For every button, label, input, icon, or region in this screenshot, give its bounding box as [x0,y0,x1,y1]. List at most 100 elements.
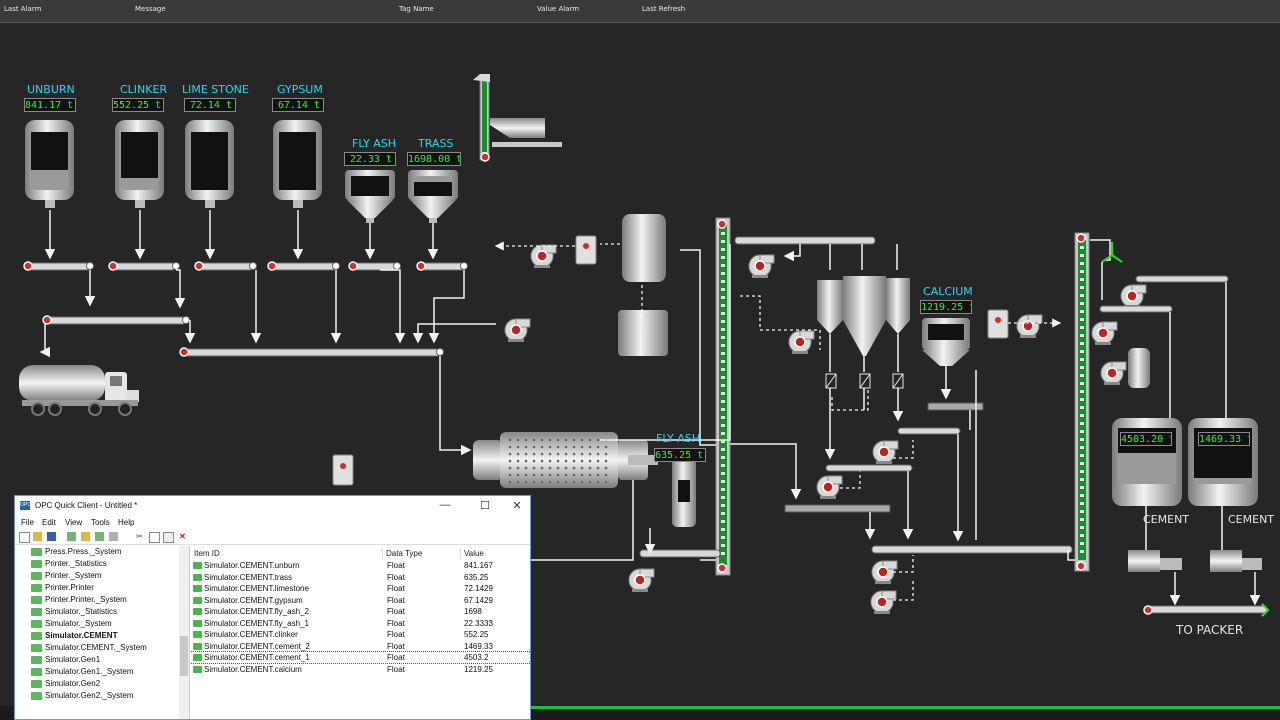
item-id-cell: Simulator.CEMENT.cement_1 [204,653,310,662]
folder-icon [31,572,42,580]
tree-node[interactable]: Simulator._System [31,618,112,630]
tree-node-label: Printer.Printer._System [45,595,127,604]
tree-node[interactable]: Simulator._Statistics [31,606,118,618]
blower-fan-icon [530,244,557,268]
folder-icon [31,644,42,652]
blower-fan-icon [1120,284,1147,308]
new-item-icon[interactable] [95,532,104,541]
new-server-icon[interactable] [67,532,76,541]
column-value-alarm[interactable]: Value Alarm [537,5,580,13]
value-gypsum: 67.14 t [272,98,324,112]
properties-icon[interactable] [109,532,118,541]
tanker-truck [19,365,139,416]
menu-help[interactable]: Help [118,518,135,527]
tree-node[interactable]: Printer._Statistics [31,558,107,570]
folder-icon [31,584,42,592]
opc-app-icon: OPC [20,501,31,510]
delete-icon[interactable]: ✕ [179,532,186,541]
title-bar[interactable]: OPC OPC Quick Client - Untitled * — ☐ ✕ [15,496,530,516]
bucket-elevator-2 [1074,232,1090,572]
menu-tools[interactable]: Tools [91,518,110,527]
data-type-cell: Float [387,653,405,662]
filter-boxes [332,235,1009,486]
tree-node[interactable]: Simulator.Gen1._System [31,666,133,678]
blower-fan-icon [872,440,899,464]
new-group-icon[interactable] [81,532,90,541]
open-folder-icon[interactable] [33,532,42,541]
new-document-icon[interactable] [19,532,30,543]
bucket-elevator-small [473,74,562,162]
label-gypsum: GYPSUM [277,83,323,96]
separator-tanks [618,214,696,527]
folder-icon [31,656,42,664]
ball-mill [473,432,658,488]
data-type-cell: Float [387,641,405,651]
tree-node[interactable]: Printer._System [31,570,101,582]
folder-icon [31,680,42,688]
tag-icon [193,573,202,581]
column-last-refresh[interactable]: Last Refresh [642,5,686,13]
close-icon[interactable]: ✕ [512,500,522,512]
value-cement-2: 1469.33 t [1198,432,1250,446]
tree-node-label: Press.Press._System [45,547,122,556]
value-clinker: 552.25 t [112,98,164,112]
column-value[interactable]: Value [461,548,530,559]
menu-file[interactable]: File [21,518,34,527]
items-table: Item ID Data Type Value Simulator.CEMENT… [191,548,530,719]
blower-fans [504,244,1147,614]
minimize-icon[interactable]: — [439,499,451,511]
folder-icon [31,596,42,604]
column-last-alarm[interactable]: Last Alarm [4,5,42,13]
column-message[interactable]: Message [135,5,166,13]
tree-node[interactable]: Press.Press._System [31,546,122,558]
tree-node-label: Simulator.CEMENT [45,631,118,640]
data-type-cell: Float [387,572,405,582]
tree-node[interactable]: Simulator.Gen1 [31,654,100,666]
value-calcium: 1219.25 t [920,300,972,314]
tree-node-label: Simulator._Statistics [45,607,118,616]
menu-view[interactable]: View [65,518,83,527]
cut-icon[interactable]: ✂ [136,532,143,541]
tree-node-label: Printer.Printer [45,583,94,592]
tree-node[interactable]: Simulator.CEMENT._System [31,642,147,654]
hopper-fly-ash [345,170,395,223]
tree-node[interactable]: Simulator.Gen2 [31,678,100,690]
cyclones [817,276,910,356]
tag-icon [193,654,202,661]
column-tag-name[interactable]: Tag Name [399,5,434,13]
tree-node[interactable]: Printer.Printer._System [31,594,127,606]
blower-fan-icon [628,568,655,592]
hopper-calcium [922,318,970,366]
copy-icon[interactable] [149,532,160,543]
tree-node[interactable]: Simulator.Gen2._System [31,690,133,702]
item-id-cell: Simulator.CEMENT.unburn [204,561,300,570]
tree-node[interactable]: Printer.Printer [31,582,94,594]
column-item-id[interactable]: Item ID [191,548,383,559]
value-cell: 1698 [464,607,482,616]
item-id-cell: Simulator.CEMENT.gypsum [204,595,303,605]
folder-icon [31,632,42,640]
tag-icon [193,585,202,592]
blower-fan-icon [1091,321,1118,345]
menu-edit[interactable]: Edit [42,518,56,527]
column-data-type[interactable]: Data Type [383,548,461,559]
tree-node[interactable]: Simulator.CEMENT [31,630,118,642]
tree-scrollbar[interactable] [179,546,189,719]
paste-icon[interactable] [163,532,174,543]
save-icon[interactable] [47,532,56,541]
hopper-trass [408,170,458,223]
value-cell: 72.1429 [464,584,493,593]
maximize-icon[interactable]: ☐ [480,500,490,512]
folder-icon [31,560,42,568]
